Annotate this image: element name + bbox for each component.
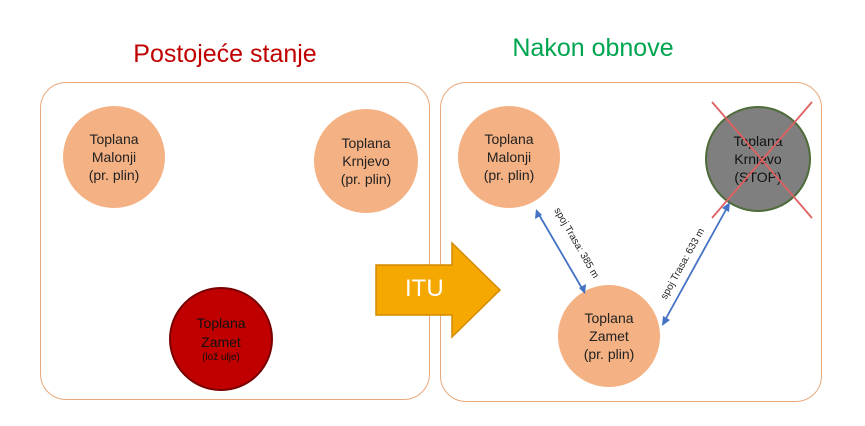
node-left-zamet-label: Toplana Zamet bbox=[196, 315, 246, 350]
node-left-zamet: Toplana Zamet (lož ulje) bbox=[169, 287, 273, 391]
link-label-385: spoj Trasa: 385 m bbox=[551, 206, 600, 280]
panel-after bbox=[440, 82, 822, 402]
link-malonji-zamet-head-start bbox=[535, 209, 542, 219]
node-right-krnjevo-label: Toplana Krnjevo (STOP) bbox=[733, 132, 783, 186]
link-zamet-krnjevo-head-end bbox=[722, 202, 730, 212]
itu-arrow-label: ITU bbox=[405, 275, 444, 302]
stop-cross-line-2 bbox=[711, 101, 813, 219]
link-malonji-zamet-head-end bbox=[579, 284, 586, 294]
node-left-krnjevo-label: Toplana Krnjevo (pr. plin) bbox=[340, 134, 392, 188]
node-left-zamet-note: (lož ulje) bbox=[202, 351, 240, 363]
node-right-zamet: Toplana Zamet (pr. plin) bbox=[558, 285, 660, 387]
link-zamet-krnjevo bbox=[663, 205, 729, 323]
title-after-renovation: Nakon obnove bbox=[512, 34, 674, 62]
link-zamet-krnjevo-head-start bbox=[662, 316, 670, 326]
node-left-malonji-label: Toplana Malonji (pr. plin) bbox=[88, 130, 140, 184]
panel-existing bbox=[40, 82, 430, 400]
node-left-krnjevo: Toplana Krnjevo (pr. plin) bbox=[314, 109, 418, 213]
node-right-zamet-label: Toplana Zamet (pr. plin) bbox=[583, 309, 635, 363]
itu-arrow-shape bbox=[375, 241, 502, 339]
title-existing-state: Postojeće stanje bbox=[133, 40, 317, 68]
node-left-malonji: Toplana Malonji (pr. plin) bbox=[63, 106, 165, 208]
link-label-633: spoj Trasa: 633 m bbox=[659, 227, 707, 302]
link-malonji-zamet bbox=[537, 212, 584, 291]
node-right-malonji-label: Toplana Malonji (pr. plin) bbox=[483, 130, 535, 184]
node-right-malonji: Toplana Malonji (pr. plin) bbox=[458, 106, 560, 208]
